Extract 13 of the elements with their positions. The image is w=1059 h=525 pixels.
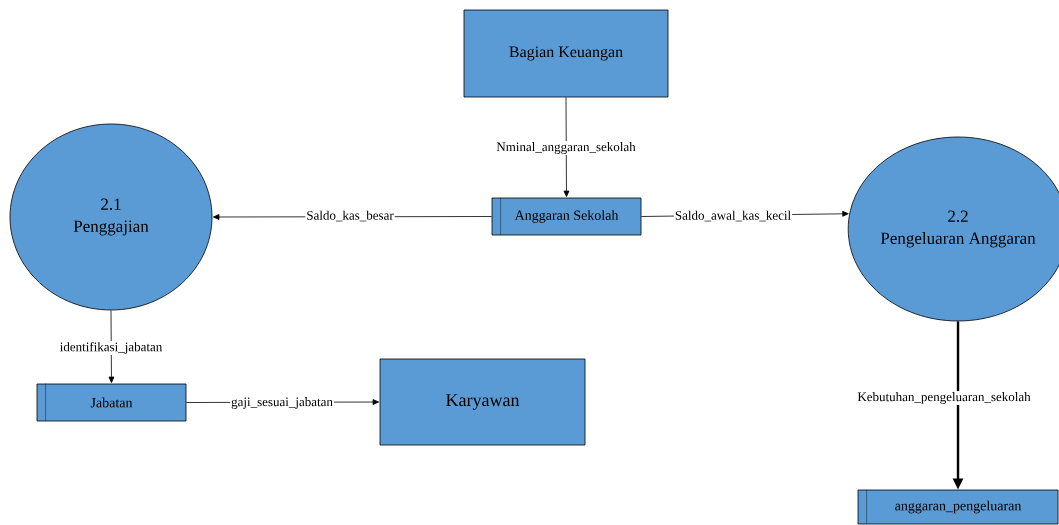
edge-label: identifikasi_jabatan <box>58 341 164 355</box>
entity-box: Bagian Keuangan <box>463 9 669 98</box>
data-store: anggaran_pengeluaran <box>857 489 1059 525</box>
edge-label: Saldo_awal_kas_kecil <box>673 209 793 223</box>
edge-label: Nminal_anggaran_sekolah <box>495 141 637 155</box>
data-store: Jabatan <box>36 383 187 422</box>
edge-label: Saldo_kas_besar <box>305 209 395 223</box>
arrow <box>563 97 570 197</box>
arrow <box>108 310 115 383</box>
entity-box: Karyawan <box>379 358 586 446</box>
edge-label: gaji_sesuai_jabatan <box>230 396 334 410</box>
data-store: Anggaran Sekolah <box>491 197 642 236</box>
edge-label: Kebutuhan_pengeluaran_sekolah <box>856 391 1032 405</box>
